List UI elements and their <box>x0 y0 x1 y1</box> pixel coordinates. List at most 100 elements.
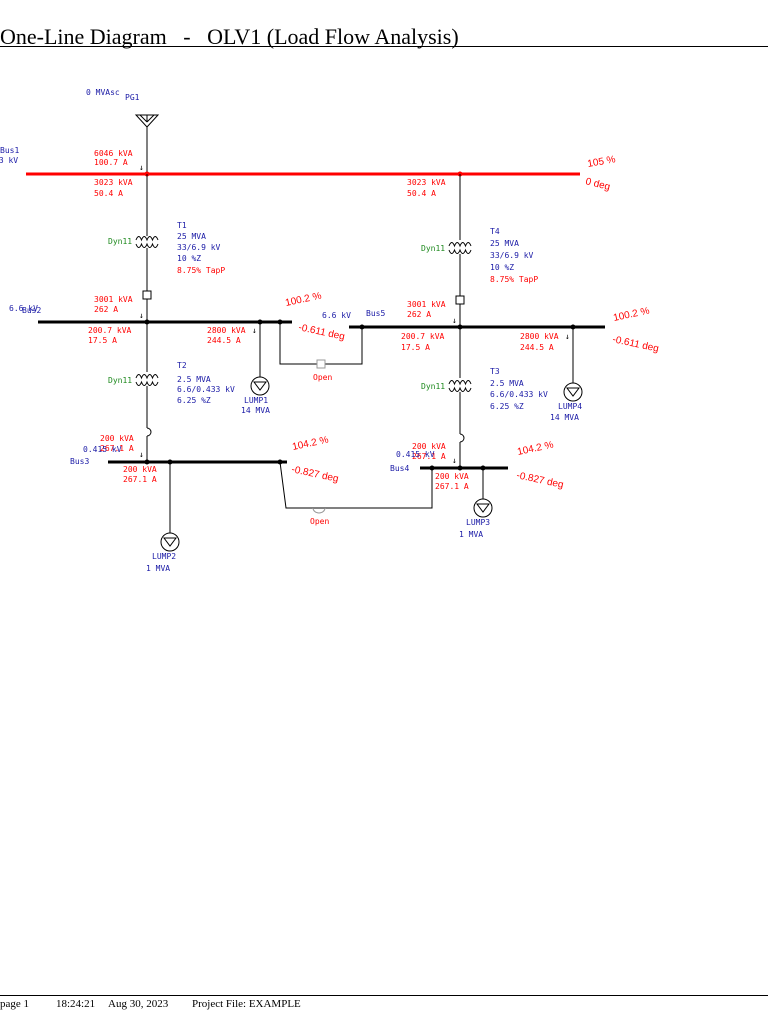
flow-grid-kva: 6046 kVA <box>94 149 133 158</box>
t3-kv: 6.6/0.433 kV <box>490 390 548 399</box>
t2-name: T2 <box>177 361 187 370</box>
flow-b1-left-kva: 3023 kVA <box>94 178 133 187</box>
flow-t2-sec-a: 267.1 A <box>100 444 134 453</box>
flow-lump2-a: 267.1 A <box>123 475 157 484</box>
lump1-name: LUMP1 <box>244 396 268 405</box>
footer-page: page 1 <box>0 998 30 1010</box>
t4-conn: Dyn11 <box>421 244 445 253</box>
breaker-icon[interactable] <box>146 427 152 437</box>
t3-name: T3 <box>490 367 500 376</box>
flow-b1-left-a: 50.4 A <box>94 189 123 198</box>
bus2-voltage: 100.2 % <box>284 291 322 309</box>
t4-rating: 25 MVA <box>490 239 519 248</box>
flow-b1-right-kva: 3023 kVA <box>407 178 446 187</box>
bus2-angle: -0.611 deg <box>297 322 345 343</box>
bus3-angle: -0.827 deg <box>290 464 339 485</box>
t2-z: 6.25 %Z <box>177 396 211 405</box>
bus3-name: Bus3 <box>70 457 89 466</box>
lump4-name: LUMP4 <box>558 402 582 411</box>
t1-kv: 33/6.9 kV <box>177 243 221 252</box>
load-lump2[interactable]: LUMP2 1 MVA <box>146 532 180 573</box>
load-lump4[interactable]: LUMP4 14 MVA <box>550 382 583 422</box>
bus2-name: Bus2 <box>22 306 41 315</box>
bus1-kv: 33 kV <box>0 156 18 165</box>
transformer-t2[interactable]: Dyn11 T2 2.5 MVA 6.6/0.433 kV 6.25 %Z <box>108 361 235 405</box>
lump2-name: LUMP2 <box>152 552 176 561</box>
flow-lump3-a: 267.1 A <box>435 482 469 491</box>
bus1[interactable]: Bus1 33 kV 105 % 0 deg <box>0 146 617 193</box>
t2-conn: Dyn11 <box>108 376 132 385</box>
transformer-winding-icon <box>448 386 472 392</box>
t3-z: 6.25 %Z <box>490 402 524 411</box>
breaker-icon[interactable] <box>455 295 465 305</box>
grid-icon <box>134 114 160 128</box>
transformer-t4[interactable]: Dyn11 T4 25 MVA 33/6.9 kV 10 %Z 8.75% Ta… <box>421 227 538 284</box>
bus5-name: Bus5 <box>366 309 385 318</box>
t4-name: T4 <box>490 227 500 236</box>
open-breaker-icon <box>316 359 326 369</box>
footer-time: 18:24:21 <box>56 998 96 1010</box>
load-icon <box>563 382 583 402</box>
transformer-t3[interactable]: Dyn11 T3 2.5 MVA 6.6/0.433 kV 6.25 %Z <box>421 367 548 411</box>
t1-rating: 25 MVA <box>177 232 206 241</box>
flow-t4-sec-kva: 3001 kVA <box>407 300 446 309</box>
t1-z: 10 %Z <box>177 254 201 263</box>
lump2-rating: 1 MVA <box>146 564 170 573</box>
load-icon <box>473 498 493 518</box>
tie-breaker-1[interactable]: Open <box>279 322 363 382</box>
transformer-winding-icon <box>135 380 159 386</box>
tie-breaker-2[interactable]: Open <box>279 461 433 526</box>
flow-t3-sec-a: 267.1 A <box>412 452 446 461</box>
lump4-rating: 14 MVA <box>550 413 579 422</box>
bus3-voltage: 104.2 % <box>291 435 329 453</box>
flow-arrow-icon: ↓ <box>139 450 144 459</box>
flow-arrow-icon: ↓ <box>452 316 457 325</box>
flow-lump1-a: 244.5 A <box>207 336 241 345</box>
page-title: One-Line Diagram - OLV1 (Load Flow Analy… <box>0 24 459 49</box>
flow-b1-right-a: 50.4 A <box>407 189 436 198</box>
bus1-angle: 0 deg <box>584 176 611 193</box>
bus2-kv: 6.6 kV <box>9 304 38 313</box>
t4-kv: 33/6.9 kV <box>490 251 534 260</box>
bus1-name: Bus1 <box>0 146 19 155</box>
t4-tap: 8.75% TapP <box>490 275 538 284</box>
load-lump1[interactable]: LUMP1 14 MVA <box>241 376 270 415</box>
flow-lump4-a: 244.5 A <box>520 343 554 352</box>
flow-lump1-kva: 2800 kVA <box>207 326 246 335</box>
bus5[interactable]: 6.6 kV Bus5 100.2 % -0.611 deg <box>322 306 660 355</box>
flow-b2-down-kva: 200.7 kVA <box>88 326 132 335</box>
load-lump3[interactable]: LUMP3 1 MVA <box>459 498 493 539</box>
flow-lump3-kva: 200 kVA <box>435 472 469 481</box>
open-breaker-icon <box>312 507 326 514</box>
bus2[interactable]: 6.6 kV Bus2 100.2 % -0.611 deg <box>9 291 346 343</box>
flow-arrow-icon: ↓ <box>252 326 257 335</box>
flow-arrow-icon: ↓ <box>565 332 570 341</box>
flow-t2-sec-kva: 200 kVA <box>100 434 134 443</box>
tie1-status: Open <box>313 373 332 382</box>
transformer-winding-icon <box>448 248 472 254</box>
transformer-winding-icon <box>135 236 159 242</box>
breaker-icon[interactable] <box>142 290 152 300</box>
transformer-winding-icon <box>448 380 472 386</box>
power-grid-pg1[interactable]: 0 MVAsc PG1 <box>86 88 160 128</box>
title-rule <box>0 46 768 47</box>
footer-project: Project File: EXAMPLE <box>192 998 301 1010</box>
flow-arrow-icon: ↓ <box>139 163 144 172</box>
lump3-name: LUMP3 <box>466 518 490 527</box>
grid-rating: 0 MVAsc <box>86 88 120 97</box>
bus3-kv: 0.415 kV <box>83 445 122 454</box>
flow-t4-sec-a: 262 A <box>407 310 431 319</box>
breaker-icon[interactable] <box>459 433 465 443</box>
t2-kv: 6.6/0.433 kV <box>177 385 235 394</box>
flow-lump2-kva: 200 kVA <box>123 465 157 474</box>
bus5-angle: -0.611 deg <box>611 334 659 355</box>
flow-lump4-kva: 2800 kVA <box>520 332 559 341</box>
transformer-t1[interactable]: Dyn11 T1 25 MVA 33/6.9 kV 10 %Z 8.75% Ta… <box>108 221 225 275</box>
bus4-angle: -0.827 deg <box>515 470 564 491</box>
t3-conn: Dyn11 <box>421 382 445 391</box>
bus1-voltage: 105 % <box>587 154 617 170</box>
t1-tap: 8.75% TapP <box>177 266 225 275</box>
flow-arrow-icon: ↓ <box>139 311 144 320</box>
t4-z: 10 %Z <box>490 263 514 272</box>
